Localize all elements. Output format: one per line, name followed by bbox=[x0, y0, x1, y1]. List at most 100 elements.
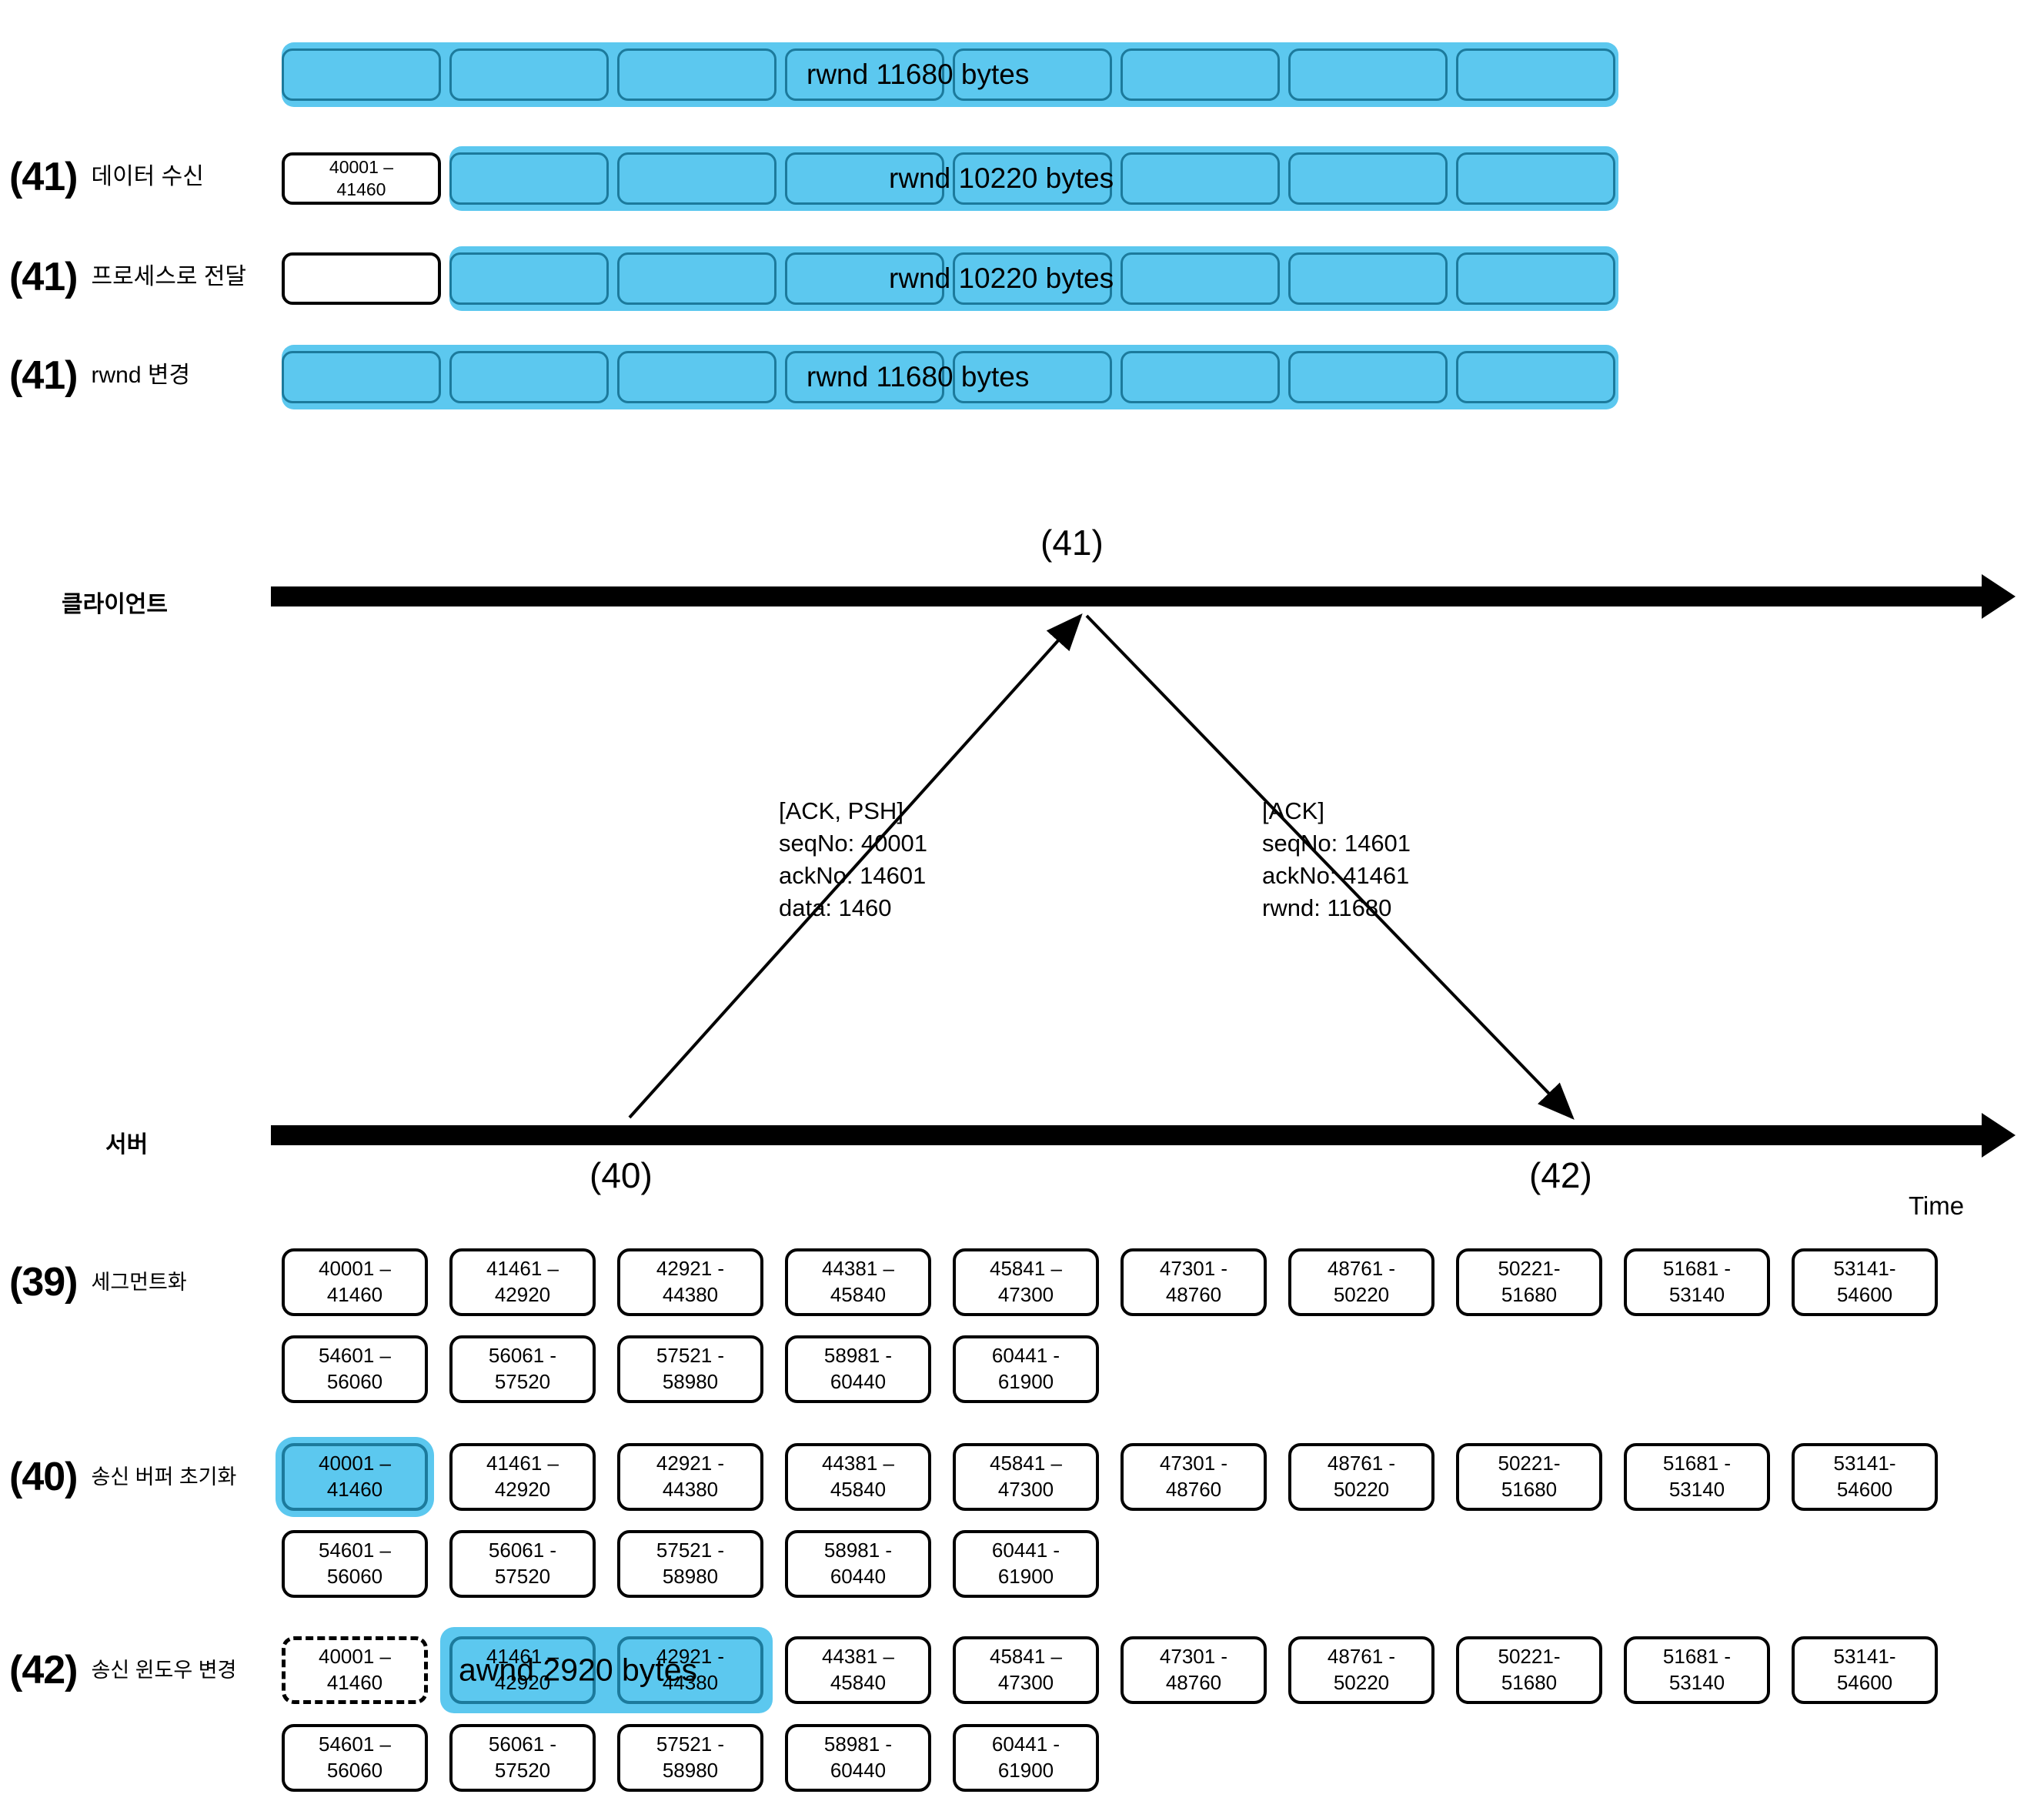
step-description: 프로세스로 전달 bbox=[91, 264, 247, 289]
marker-40: (40) bbox=[589, 1155, 653, 1195]
packet-right-rwnd: rwnd: 11680 bbox=[1262, 894, 1392, 921]
segment-box: 54601 –56060 bbox=[282, 1335, 428, 1403]
segment-box: 56061 -57520 bbox=[449, 1335, 596, 1403]
client-timeline-arrowhead bbox=[1982, 574, 2016, 619]
step-number: (41) bbox=[9, 353, 78, 398]
segment-range-end: 53140 bbox=[1668, 1671, 1725, 1694]
buffer-strip-row-rwnd-change bbox=[282, 345, 1618, 409]
segment-range-end: 61900 bbox=[997, 1759, 1054, 1782]
buffer-cell-text: 40001 –41460 bbox=[285, 155, 438, 202]
segment-range-end: 51680 bbox=[1501, 1671, 1558, 1694]
segment-box: 40001 –41460 bbox=[282, 1636, 428, 1704]
segment-box: 57521 -58980 bbox=[617, 1530, 763, 1598]
segment-box: 41461 –42920 bbox=[449, 1443, 596, 1511]
segment-range-start: 42921 - bbox=[656, 1452, 725, 1475]
segment-range-end: 51680 bbox=[1501, 1478, 1558, 1501]
segment-range-end: 44380 bbox=[662, 1283, 719, 1306]
timeline-client-label: 클라이언트 bbox=[62, 592, 168, 617]
segment-range-start: 45841 – bbox=[990, 1452, 1062, 1475]
segment-box: 41461 –42920 bbox=[449, 1636, 596, 1704]
step-number: (41) bbox=[9, 255, 78, 299]
segment-box: 44381 –45840 bbox=[785, 1443, 931, 1511]
segment-box: 50221-51680 bbox=[1456, 1636, 1602, 1704]
buffer-cell bbox=[449, 252, 609, 305]
segment-range-end: 47300 bbox=[997, 1671, 1054, 1694]
segment-box: 58981 -60440 bbox=[785, 1724, 931, 1792]
step-description: 세그먼트화 bbox=[91, 1270, 187, 1294]
segment-range-start: 57521 - bbox=[656, 1733, 725, 1756]
segment-box: 44381 –45840 bbox=[785, 1636, 931, 1704]
segment-box: 47301 -48760 bbox=[1121, 1443, 1267, 1511]
segment-box: 48761 -50220 bbox=[1288, 1636, 1434, 1704]
buffer-cell bbox=[785, 152, 944, 205]
rwnd-caption: rwnd 10220 bytes bbox=[889, 162, 1114, 194]
buffer-cell bbox=[785, 351, 944, 403]
segment-box: 56061 -57520 bbox=[449, 1724, 596, 1792]
packet-left-ackno: ackNo: 14601 bbox=[779, 861, 927, 889]
segment-range-end: 60440 bbox=[830, 1370, 887, 1393]
segment-range-end: 56060 bbox=[326, 1565, 383, 1588]
segment-box: 57521 - 58980 bbox=[617, 1724, 763, 1792]
segment-range-end: 57520 bbox=[494, 1370, 551, 1393]
step-number: (39) bbox=[9, 1260, 78, 1305]
packet-left-flags: [ACK, PSH] bbox=[779, 797, 903, 824]
segment-range-start: 56061 - bbox=[488, 1733, 557, 1756]
segment-box: 48761 -50220 bbox=[1288, 1248, 1434, 1316]
buffer-cell bbox=[1121, 351, 1280, 403]
segment-box: 51681 -53140 bbox=[1624, 1636, 1770, 1704]
rwnd-caption: rwnd 10220 bytes bbox=[889, 262, 1114, 294]
buffer-cell bbox=[449, 351, 609, 403]
segment-box: 41461 –42920 bbox=[449, 1248, 596, 1316]
buffer-cell bbox=[1456, 252, 1615, 305]
segment-box: 40001 –41460 bbox=[282, 1248, 428, 1316]
segment-range-end: 50220 bbox=[1333, 1283, 1390, 1306]
segment-range-end: 42920 bbox=[494, 1478, 551, 1501]
buffer-cell bbox=[282, 48, 441, 101]
buffer-cell bbox=[449, 152, 609, 205]
segment-range-end: 44380 bbox=[662, 1671, 719, 1694]
segment-range-end: 42920 bbox=[494, 1283, 551, 1306]
segment-box: 47301 -48760 bbox=[1121, 1636, 1267, 1704]
buffer-cell bbox=[449, 48, 609, 101]
segment-range-end: 61900 bbox=[997, 1565, 1054, 1588]
segment-box: 54601 –56060 bbox=[282, 1530, 428, 1598]
segment-box: 60441 -61900 bbox=[953, 1530, 1099, 1598]
segment-range-end: 48760 bbox=[1165, 1478, 1222, 1501]
segment-range-start: 54601 – bbox=[319, 1344, 391, 1368]
segment-range-end: 53140 bbox=[1668, 1283, 1725, 1306]
segment-range-end: 53140 bbox=[1668, 1478, 1725, 1501]
segment-range-start: 45841 – bbox=[990, 1645, 1062, 1669]
segment-range-end: 50220 bbox=[1333, 1478, 1390, 1501]
step-number: (41) bbox=[9, 155, 78, 199]
buffer-cell bbox=[1456, 351, 1615, 403]
segment-range-end: 58980 bbox=[662, 1759, 719, 1782]
step-label-row-deliver-to-process: (41) 프로세스로 전달 bbox=[9, 257, 246, 297]
segment-range-start: 53141- bbox=[1833, 1452, 1896, 1475]
segment-box: 45841 –47300 bbox=[953, 1443, 1099, 1511]
buffer-cell bbox=[282, 252, 441, 305]
segment-range-end: 56060 bbox=[326, 1370, 383, 1393]
segment-range-start: 58981 - bbox=[823, 1539, 893, 1562]
segment-range-start: 44381 – bbox=[822, 1257, 894, 1281]
segment-range-start: 48761 - bbox=[1327, 1257, 1396, 1281]
rwnd-caption: rwnd 11680 bytes bbox=[807, 361, 1030, 393]
timeline-server-label: 서버 bbox=[105, 1132, 149, 1158]
buffer-cell bbox=[617, 252, 777, 305]
buffer-cell bbox=[1456, 152, 1615, 205]
segment-range-start: 51681 - bbox=[1662, 1452, 1732, 1475]
segment-range-start: 41461 – bbox=[486, 1645, 559, 1669]
segment-range-end: 45840 bbox=[830, 1671, 887, 1694]
segment-range-end: 50220 bbox=[1333, 1671, 1390, 1694]
segment-range-end: 42920 bbox=[494, 1671, 551, 1694]
client-timeline-axis bbox=[271, 586, 1999, 606]
segment-box: 50221-51680 bbox=[1456, 1443, 1602, 1511]
segment-range-start: 50221- bbox=[1498, 1257, 1561, 1281]
segment-range-start: 42921 - bbox=[656, 1257, 725, 1281]
buffer-cell: 40001 –41460 bbox=[282, 152, 441, 205]
segment-range-start: 57521 - bbox=[656, 1539, 725, 1562]
segment-range-end: 54600 bbox=[1836, 1671, 1893, 1694]
segment-range-start: 40001 – bbox=[319, 1257, 391, 1281]
segment-range-end: 41460 bbox=[326, 1283, 383, 1306]
segment-range-end: 48760 bbox=[1165, 1283, 1222, 1306]
buffer-cell bbox=[785, 48, 944, 101]
